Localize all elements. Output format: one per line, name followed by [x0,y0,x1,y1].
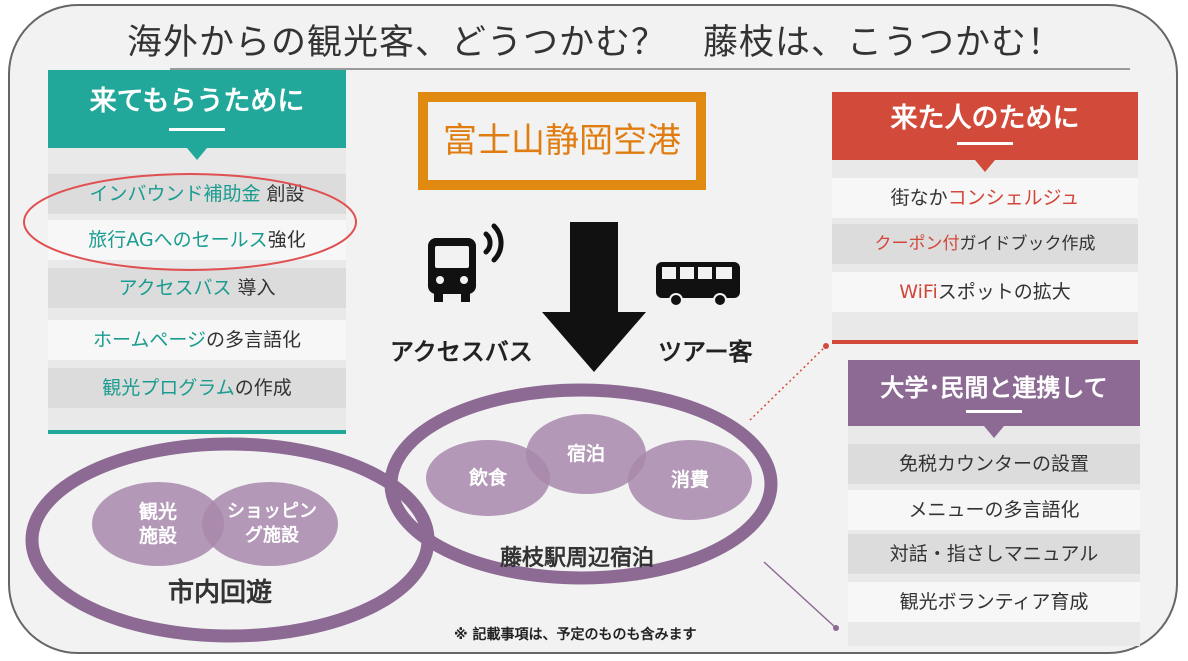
bubble-lodging-label: 宿泊 [566,443,605,465]
item-text: 創設 [260,183,305,205]
list-item: メニューの多言語化 [848,490,1140,530]
bubble-dining-label: 飲食 [468,467,507,489]
item-text: の多言語化 [206,329,302,351]
connector-line [763,561,837,629]
bubble-dining [426,440,550,516]
highlight-ellipse [23,173,357,271]
panel-header-label: 来てもらうために [89,86,305,117]
list-item: 観光ボランティア育成 [848,582,1140,622]
bubble-shopping-label: ショッピン グ施設 [227,501,317,546]
wifi-signal-icon [483,223,504,263]
item-text: 強化 [267,229,306,251]
panel-partnerships: 大学･民間と連携して 免税カウンターの設置 メニューの多言語化 対話・指さしマニ… [848,360,1140,646]
access-bus-label: アクセスバス [390,338,533,366]
bubble-sightseeing-label: 観光 施設 [138,501,177,547]
header-pointer [187,148,207,160]
list-item: アクセスバス 導入 [48,268,346,308]
list-item: 対話・指さしマニュアル [848,534,1140,574]
bubble-spend-label: 消費 [670,469,709,491]
item-highlight: ホームページ [92,329,207,351]
list-item: 旅行AGへのセールス強化 [48,220,346,260]
item-text: の作成 [234,377,292,399]
bubble-shopping-spend [628,440,752,520]
connector-dotted [749,345,827,421]
item-highlight: クーポン付 [874,234,960,254]
panel-for-visitors: 来た人のために 街なかコンシェルジュ クーポン付ガイドブック作成 WiFiスポッ… [832,92,1138,344]
list-item: クーポン付ガイドブック作成 [832,224,1138,264]
station-ring [384,383,778,585]
panel-header: 大学･民間と連携して [848,360,1140,426]
bubble-sightseeing [92,482,224,566]
bus-front-icon [428,238,476,302]
item-text: ガイドブック作成 [959,234,1096,254]
bubble-lodging [526,414,646,494]
panel-header: 来た人のために [832,92,1138,160]
down-arrow-icon [542,222,646,372]
tour-guests-label: ツアー客 [658,338,753,366]
panel-header-label: 大学･民間と連携して [880,374,1108,402]
item-text: 街なか [890,187,948,209]
panel-attract-visitors: 来てもらうために インバウンド補助金 創設 旅行AGへのセールス強化 アクセスバ… [48,70,346,434]
station-ring-label: 藤枝駅周辺宿泊 [500,546,655,571]
item-text: スポットの拡大 [937,281,1071,303]
item-text: 導入 [231,277,276,299]
header-underline [169,128,225,131]
header-underline [966,410,1022,413]
connector-dot [823,343,829,349]
panel-bottom-rule [48,430,346,434]
header-pointer [975,160,995,172]
list-item: ホームページの多言語化 [48,320,346,360]
city-ring-label: 市内回遊 [168,578,273,608]
item-highlight: コンシェルジュ [947,187,1080,209]
connector-dot [833,625,839,631]
header-pointer [984,426,1004,438]
header-underline [957,142,1013,145]
tour-bus-icon [656,262,740,307]
airport-label: 富士山静岡空港 [443,121,681,161]
footnote: ※ 記載事項は、予定のものも含みます [454,627,697,643]
item-highlight: インバウンド補助金 [89,183,261,205]
panel-header-label: 来た人のために [890,103,1080,134]
list-item: 街なかコンシェルジュ [832,178,1138,218]
item-highlight: 旅行AGへのセールス [88,229,268,251]
item-highlight: アクセスバス [118,277,232,299]
item-highlight: WiFi [899,281,938,303]
page-title: 海外からの観光客、どうつかむ？ 藤枝は、こうつかむ！ [126,23,1063,63]
list-item: インバウンド補助金 創設 [48,174,346,214]
list-item: 免税カウンターの設置 [848,444,1140,484]
airport-box: 富士山静岡空港 [418,92,706,190]
title-divider [170,68,1130,70]
panel-header: 来てもらうために [48,70,346,148]
list-item: 観光プログラムの作成 [48,368,346,408]
list-item: WiFiスポットの拡大 [832,272,1138,312]
bubble-shopping [202,482,338,566]
item-highlight: 観光プログラム [102,377,235,399]
panel-bottom-rule [832,340,1138,344]
